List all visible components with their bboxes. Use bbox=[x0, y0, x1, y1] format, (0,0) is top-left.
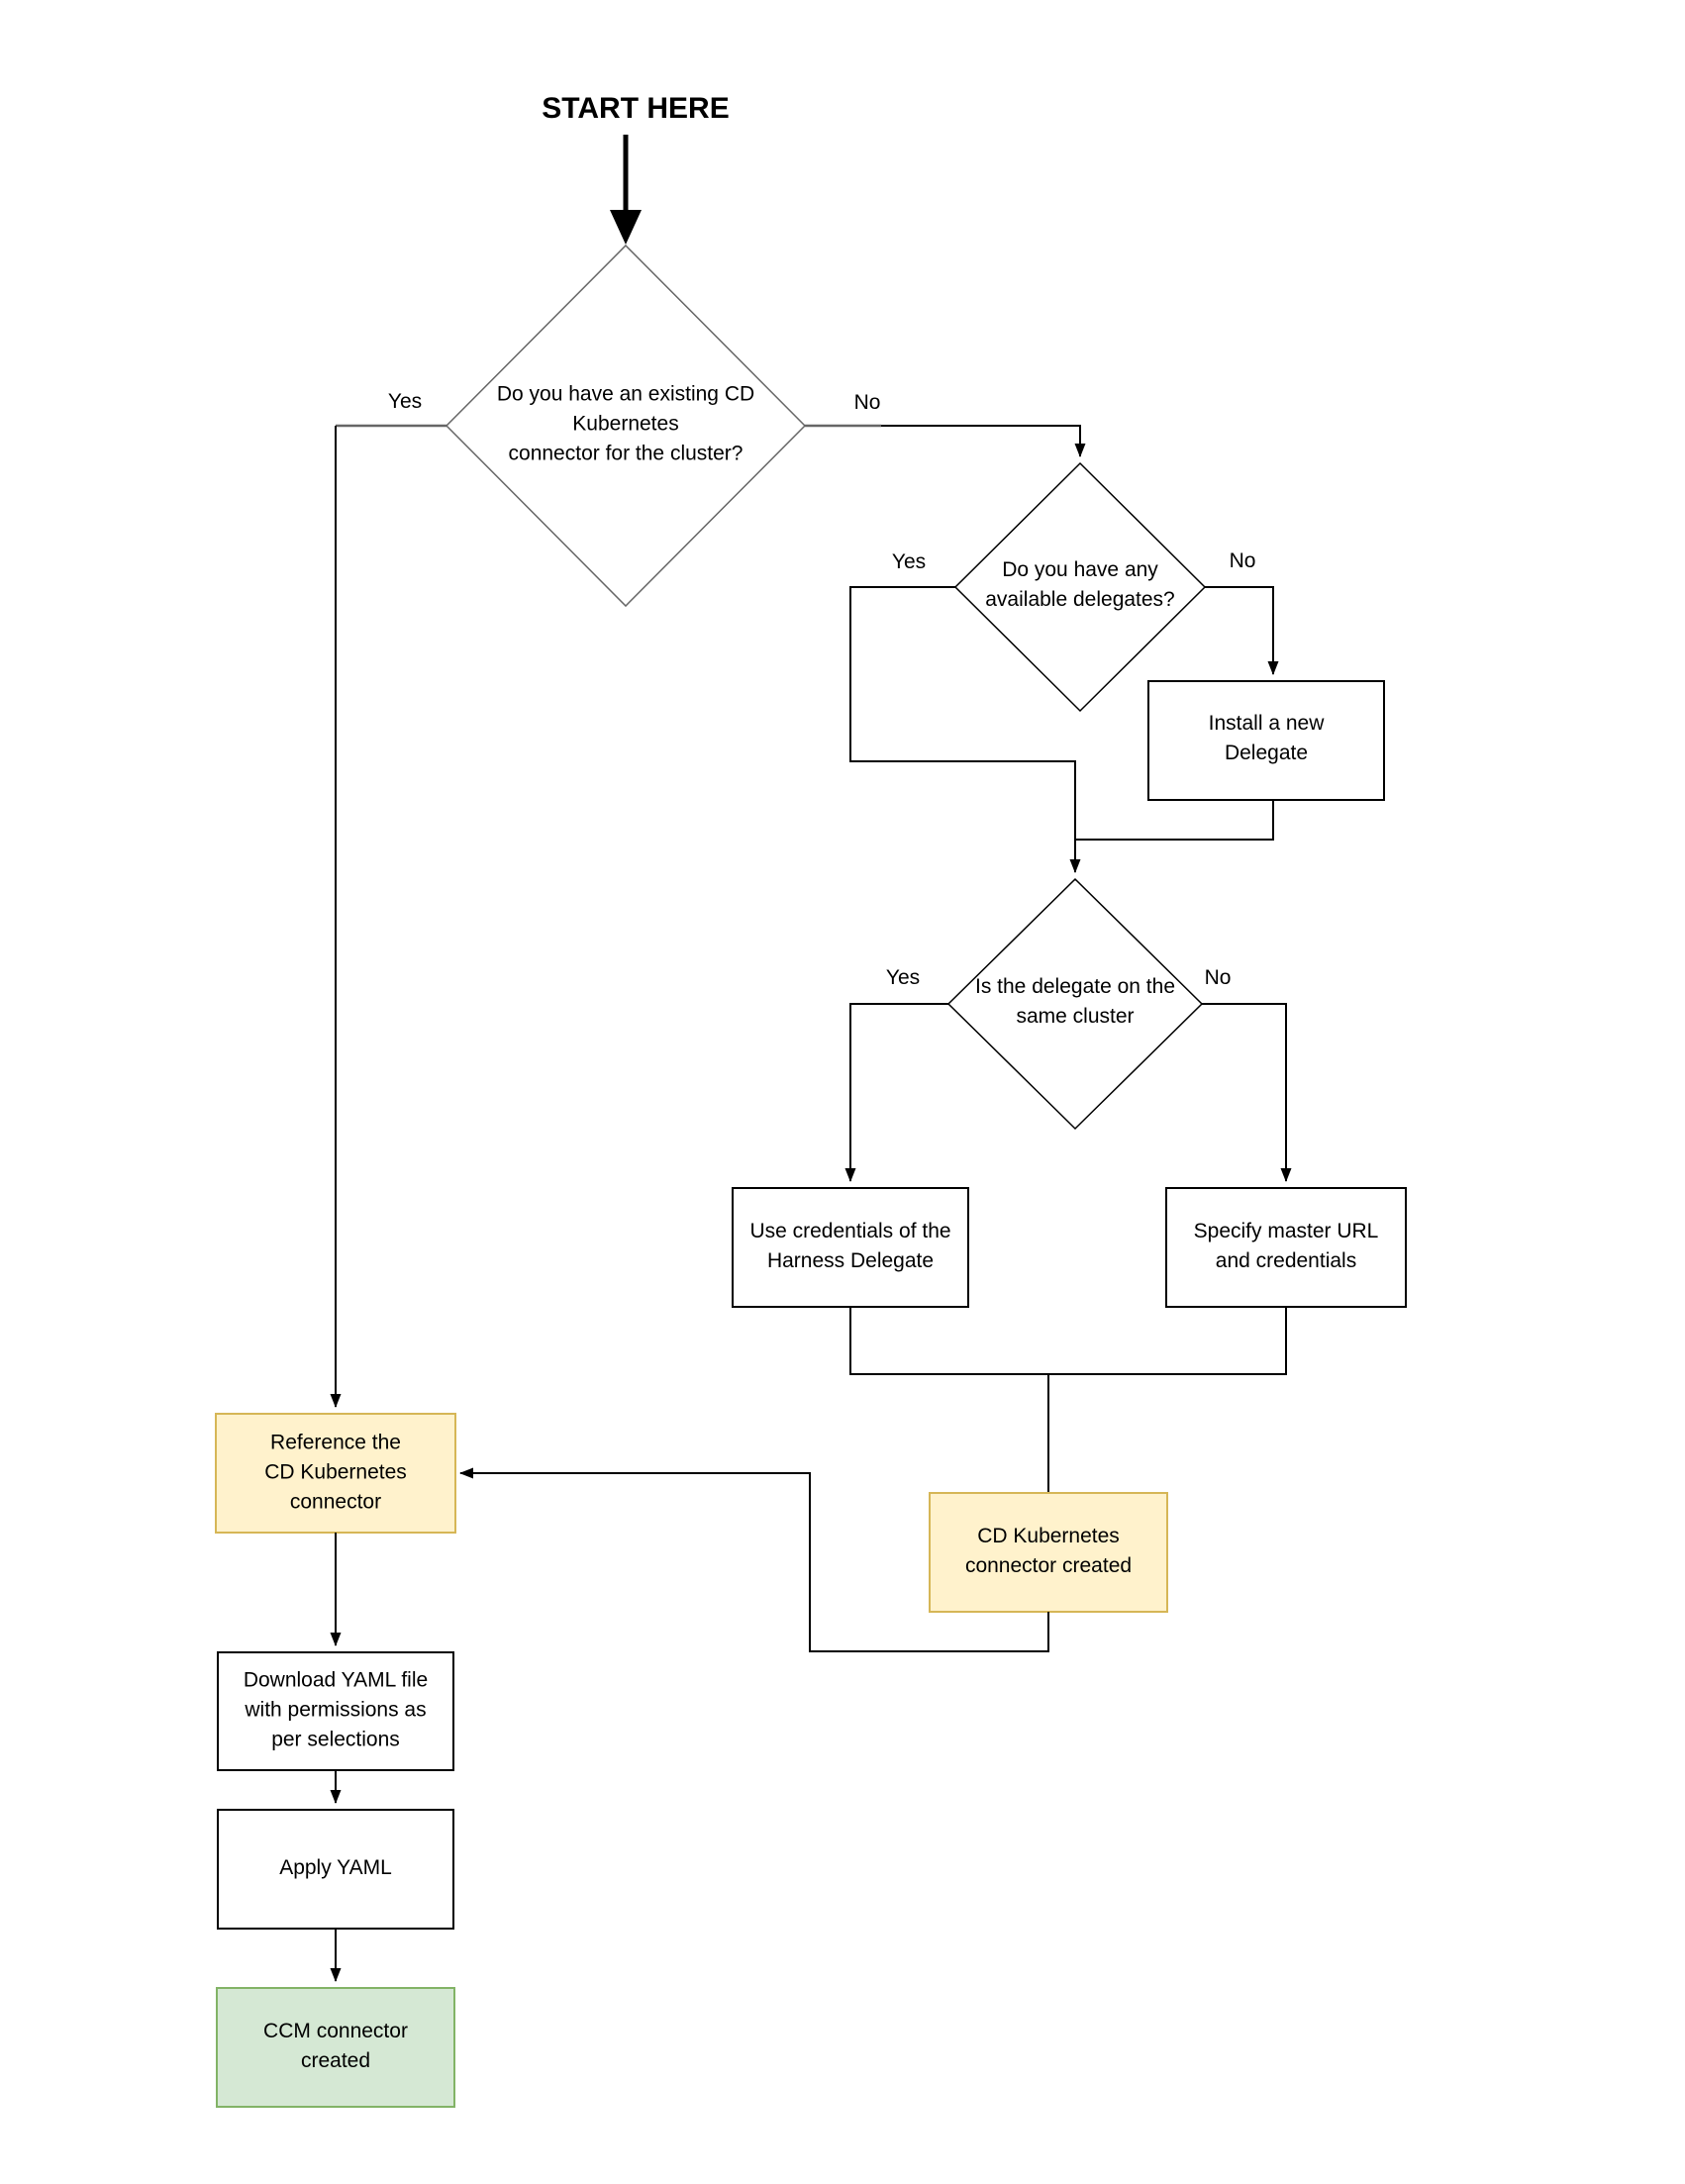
edge-d2-yes bbox=[849, 586, 1081, 873]
node-cd-connector-created-label: CD Kubernetes connector created bbox=[964, 1525, 1133, 1577]
node-apply-yaml-label: Apply YAML bbox=[279, 1856, 392, 1880]
decision-existing-connector-label: Do you have an existing CD Kubernetes co… bbox=[496, 382, 755, 464]
node-ccm-connector-created bbox=[216, 1987, 455, 2108]
node-ccm-connector-created-label: CCM connector created bbox=[263, 2020, 408, 2072]
decision-same-cluster-label: Is the delegate on the same cluster bbox=[975, 975, 1175, 1028]
edge-d3-no bbox=[1202, 1003, 1292, 1182]
start-arrow-head bbox=[610, 210, 642, 245]
edge-merge bbox=[849, 1307, 1287, 1375]
decision-existing-connector bbox=[445, 244, 807, 608]
node-install-delegate bbox=[1147, 680, 1385, 801]
edge-label-d2-yes: Yes bbox=[891, 550, 927, 573]
node-cd-connector-created bbox=[929, 1492, 1168, 1613]
node-reference-connector-label: Reference the CD Kubernetes connector bbox=[264, 1431, 407, 1513]
edge-label-d2-no: No bbox=[1229, 549, 1256, 572]
edge-label-d1-yes: Yes bbox=[387, 390, 423, 413]
edge-cd-to-reference bbox=[459, 1467, 1049, 1652]
decision-available-delegates bbox=[953, 461, 1207, 713]
edge-label-d3-no: No bbox=[1204, 966, 1232, 989]
decision-same-cluster bbox=[946, 877, 1204, 1131]
edge-install-out bbox=[1075, 800, 1274, 841]
node-use-credentials bbox=[732, 1187, 969, 1308]
node-specify-master-url bbox=[1165, 1187, 1407, 1308]
node-use-credentials-label: Use credentials of the Harness Delegate bbox=[749, 1220, 951, 1272]
node-download-yaml bbox=[217, 1651, 454, 1771]
node-download-yaml-label: Download YAML file with permissions as p… bbox=[243, 1668, 429, 1750]
edge-d3-yes bbox=[844, 1003, 948, 1182]
start-here-title: START HERE bbox=[542, 92, 730, 125]
edge-label-d3-yes: Yes bbox=[885, 966, 921, 989]
node-specify-master-url-label: Specify master URL and credentials bbox=[1193, 1220, 1379, 1272]
decision-available-delegates-label: Do you have any available delegates? bbox=[985, 558, 1175, 611]
node-apply-yaml bbox=[217, 1809, 454, 1930]
edge-d2-no bbox=[1205, 586, 1279, 675]
edge-label-d1-no: No bbox=[853, 391, 881, 414]
edge-d1-no bbox=[881, 425, 1086, 457]
node-install-delegate-label: Install a new Delegate bbox=[1208, 712, 1325, 764]
